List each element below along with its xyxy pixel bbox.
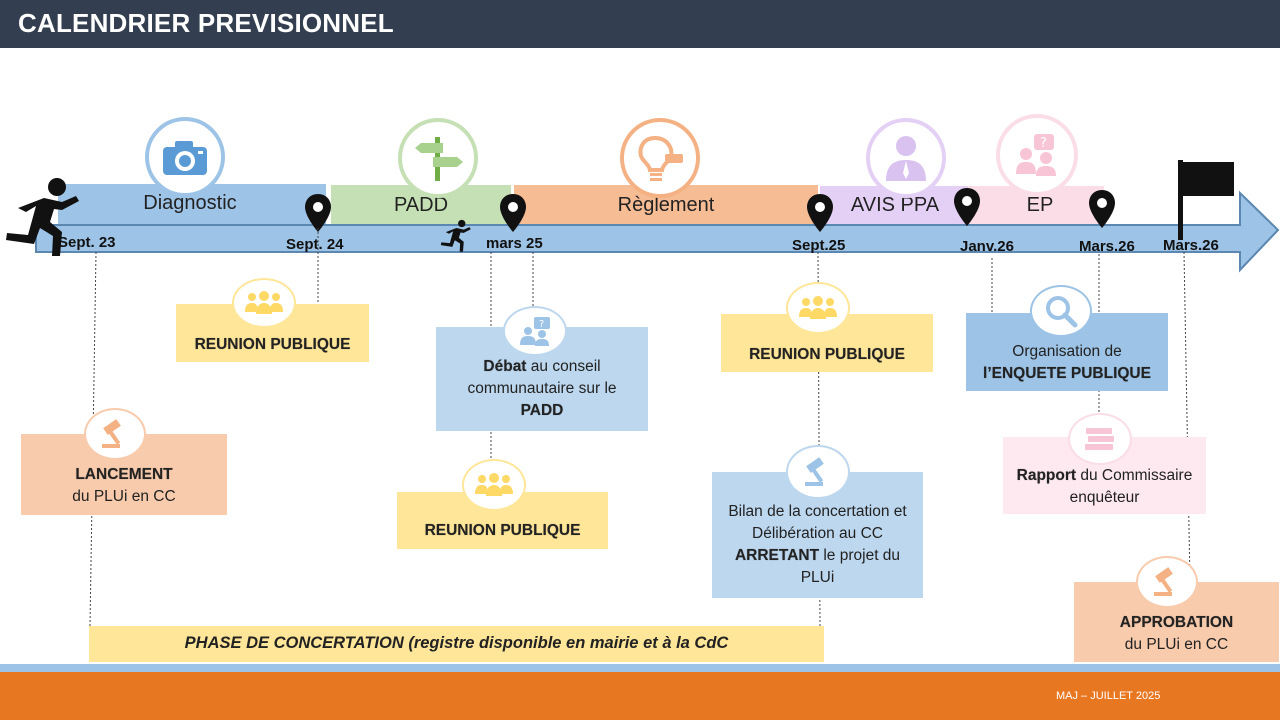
event-label: l’ENQUETE PUBLIQUE [983,365,1151,382]
question-people-icon: ? [503,306,567,356]
event-label: REUNION PUBLIQUE [424,522,581,539]
svg-text:?: ? [539,319,544,330]
phase-label-diagnostic: Diagnostic [143,192,237,214]
event-text: du PLUi en CC [72,488,176,505]
event-text: du Commissaire enquêteur [1069,467,1193,506]
event-reunion-publique-3: REUNION PUBLIQUE [721,314,933,372]
runner-icon [6,178,79,256]
lightbulb-icon [620,118,700,198]
event-label: REUNION PUBLIQUE [194,336,351,353]
event-label: Rapport [1016,467,1077,484]
date-label: Mars.26 [1079,238,1135,255]
phase-label-padd: PADD [393,194,449,216]
gavel-icon [1136,556,1198,608]
event-label: REUNION PUBLIQUE [749,346,905,363]
date-label: Mars.26 [1163,237,1219,254]
gavel-icon [84,408,146,460]
people-icon [462,459,526,511]
footer-line [0,664,1280,672]
timeline-arrow [35,190,1280,273]
question-people-icon: ? [996,114,1078,196]
map-pin-icon [807,194,833,232]
person-icon [866,118,946,198]
map-pin-icon [500,194,526,232]
event-text: au conseil communautaire sur le [467,358,617,397]
date-label: Janv.26 [960,238,1014,255]
phase-label-reglement: Règlement [617,194,715,216]
phase-label-ep: EP [1026,194,1054,216]
gavel-icon [786,445,850,499]
date-label: Sept.25 [792,237,846,254]
footer-note: MAJ – JUILLET 2025 [1056,690,1161,702]
books-icon [1068,413,1132,465]
footer-bar [0,672,1280,720]
event-text: Organisation de [1012,343,1122,360]
svg-text:?: ? [1040,136,1047,151]
event-reunion-publique-2: REUNION PUBLIQUE [397,492,608,549]
event-text: du PLUi en CC [1124,636,1229,653]
flag-icon [1178,160,1234,240]
runner-icon [440,219,471,252]
date-label: Sept. 24 [286,236,344,253]
event-text: le projet du PLUi [800,547,901,586]
map-pin-icon [305,194,331,232]
event-label: LANCEMENT [75,466,173,483]
date-label: mars 25 [486,235,543,252]
phase-label-avis-ppa: AVIS PPA [850,194,940,216]
date-label: Sept. 23 [58,234,116,251]
camera-icon [145,117,225,197]
people-icon [232,278,296,328]
map-pin-icon [954,188,980,226]
event-label: ARRETANT [734,547,820,564]
page-title: CALENDRIER PREVISIONNEL [18,8,394,38]
map-pin-icon [1089,190,1115,228]
concertation-banner: PHASE DE CONCERTATION (registre disponib… [89,626,824,662]
event-label: Débat [483,358,527,375]
event-label: APPROBATION [1119,614,1234,631]
signpost-icon [398,118,478,198]
people-icon [786,282,850,334]
concertation-label: PHASE DE CONCERTATION (registre disponib… [184,634,729,652]
event-label: PADD [520,402,564,419]
magnifier-icon [1030,285,1092,337]
header-bar [0,0,1280,48]
event-text: Bilan de la concertation et Délibération… [728,503,907,542]
event-enquete-publique: Organisation de l’ENQUETE PUBLIQUE [966,313,1168,391]
